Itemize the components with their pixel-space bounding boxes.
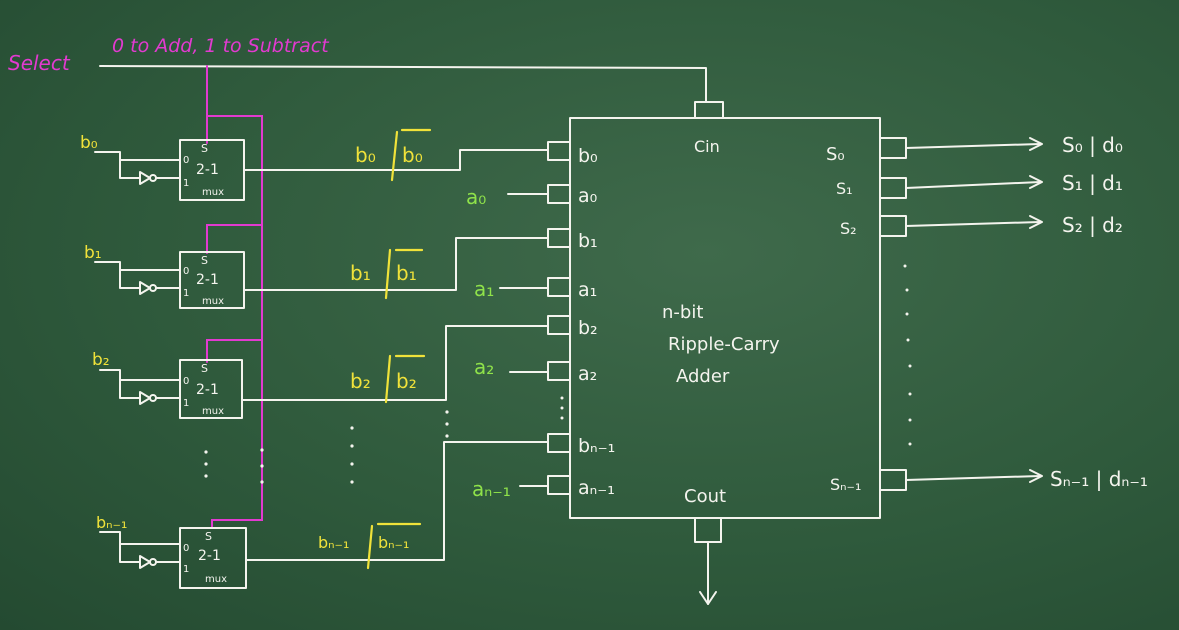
mux-3-out-right: bₙ₋₁ bbox=[378, 533, 409, 552]
mux-3-in1: 1 bbox=[183, 564, 189, 575]
mux-3-s: S bbox=[205, 530, 212, 543]
mux-3-box bbox=[179, 527, 247, 589]
mux-0-input: b₀ bbox=[80, 133, 98, 153]
out-wire-2 bbox=[905, 221, 1041, 227]
out-wire-1 bbox=[905, 181, 1041, 189]
select-note: 0 to Add, 1 to Subtract bbox=[112, 35, 330, 57]
adder-in-bn1: bₙ₋₁ bbox=[578, 435, 615, 457]
cout-arrow-icon bbox=[699, 591, 717, 605]
mux-1-box bbox=[179, 251, 245, 309]
ripple-carry-adder: b₀ a₀ b₁ a₁ b₂ a₂ bₙ₋₁ aₙ₋₁ Cin n-bit Ri… bbox=[547, 101, 912, 605]
mux-0-out-left: b₀ bbox=[355, 143, 376, 167]
adder-title-2: Ripple-Carry bbox=[668, 334, 780, 355]
result-3: Sₙ₋₁ | dₙ₋₁ bbox=[1050, 467, 1148, 491]
select-to-mux2 bbox=[206, 339, 263, 363]
select-label: Select bbox=[8, 51, 71, 75]
adder-out-sn1: Sₙ₋₁ bbox=[830, 475, 861, 494]
mux-1-name: 2-1 bbox=[196, 272, 219, 288]
mux-n-1: bₙ₋₁ S 0 1 2-1 mux bₙ₋₁ bₙ₋₁ bbox=[96, 441, 549, 589]
adder-title-1: n-bit bbox=[662, 302, 703, 323]
adder-in-b1: b₁ bbox=[578, 230, 598, 252]
adder-out-s1: S₁ bbox=[836, 179, 853, 198]
mux-3-out-wire bbox=[245, 441, 549, 561]
cin-port bbox=[694, 101, 724, 119]
mux-3-sub: mux bbox=[205, 574, 227, 585]
adder-in-a1: a₁ bbox=[578, 279, 597, 301]
mux-1-inverter-icon bbox=[139, 281, 151, 295]
select-bus bbox=[206, 115, 263, 529]
adder-cin: Cin bbox=[694, 137, 720, 156]
mux-3-out-left: bₙ₋₁ bbox=[318, 533, 349, 552]
mux-2-in1: 1 bbox=[183, 398, 189, 409]
cout-port bbox=[694, 517, 722, 543]
mux-1-in1: 1 bbox=[183, 288, 189, 299]
mux-2-inverter-icon bbox=[139, 391, 151, 405]
adder-out-s2: S₂ bbox=[840, 219, 857, 238]
mux-0-name: 2-1 bbox=[196, 162, 219, 178]
mux-2-input: b₂ bbox=[92, 350, 110, 370]
mux-2-name: 2-1 bbox=[196, 382, 219, 398]
result-2: S₂ | d₂ bbox=[1062, 213, 1123, 237]
result-1: S₁ | d₁ bbox=[1062, 171, 1123, 195]
mux-3-in0: 0 bbox=[183, 543, 189, 554]
select-to-mux1 bbox=[206, 224, 263, 254]
mux-2-out-right: b₂ bbox=[396, 369, 417, 393]
mux-2: b₂ S 0 1 2-1 mux b₂ b₂ bbox=[92, 325, 549, 419]
mux-3-input: bₙ₋₁ bbox=[96, 513, 127, 532]
adder-out-s0: S₀ bbox=[826, 144, 845, 165]
result-0: S₀ | d₀ bbox=[1062, 133, 1123, 157]
mux-3-inverter-icon bbox=[139, 555, 151, 569]
mux-2-in0: 0 bbox=[183, 376, 189, 387]
out-arrow-1-icon bbox=[1029, 175, 1043, 189]
mux-2-sub: mux bbox=[202, 406, 224, 417]
mux-2-box bbox=[179, 359, 243, 419]
adder-box bbox=[569, 117, 881, 519]
mux-1-s: S bbox=[201, 254, 208, 267]
mux-1-out-right: b₁ bbox=[396, 261, 417, 285]
select-line-to-cin bbox=[99, 65, 707, 103]
adder-in-a0: a₀ bbox=[578, 185, 597, 207]
out-arrow-0-icon bbox=[1029, 137, 1043, 151]
mux-0-sub: mux bbox=[202, 187, 224, 198]
mux-0-inverter-icon bbox=[139, 171, 151, 185]
mux-1-out-wire bbox=[243, 237, 549, 291]
a-input-0: a₀ bbox=[466, 185, 486, 209]
mux-1-out-left: b₁ bbox=[350, 261, 371, 285]
a-input-2: a₂ bbox=[474, 355, 494, 379]
mux-0-in0: 0 bbox=[183, 155, 189, 166]
mux-3-name: 2-1 bbox=[198, 548, 221, 564]
mux-0-out-right: b₀ bbox=[402, 143, 423, 167]
mux-0-s: S bbox=[201, 142, 208, 155]
adder-cout: Cout bbox=[684, 486, 726, 507]
mux-1: b₁ S 0 1 2-1 mux b₁ b₁ bbox=[84, 237, 549, 309]
out-arrow-2-icon bbox=[1029, 215, 1043, 229]
mux-2-out-left: b₂ bbox=[350, 369, 371, 393]
out-wire-0 bbox=[905, 143, 1041, 149]
mux-2-out-wire bbox=[241, 325, 549, 401]
mux-0-in1: 1 bbox=[183, 178, 189, 189]
out-wire-3 bbox=[905, 475, 1041, 481]
mux-0: b₀ S 0 1 2-1 mux b₀ b₀ bbox=[80, 128, 549, 201]
adder-in-b2: b₂ bbox=[578, 317, 598, 339]
a-input-3: aₙ₋₁ bbox=[472, 477, 511, 501]
adder-in-a2: a₂ bbox=[578, 363, 597, 385]
mux-2-s: S bbox=[201, 362, 208, 375]
mux-1-sub: mux bbox=[202, 296, 224, 307]
mux-1-input: b₁ bbox=[84, 243, 102, 263]
mux-0-out-wire bbox=[243, 149, 549, 171]
adder-in-an1: aₙ₋₁ bbox=[578, 477, 615, 499]
a-input-1: a₁ bbox=[474, 277, 494, 301]
out-arrow-3-icon bbox=[1029, 469, 1043, 483]
mux-1-in0: 0 bbox=[183, 266, 189, 277]
adder-in-b0: b₀ bbox=[578, 145, 598, 167]
adder-title-3: Adder bbox=[676, 366, 730, 387]
